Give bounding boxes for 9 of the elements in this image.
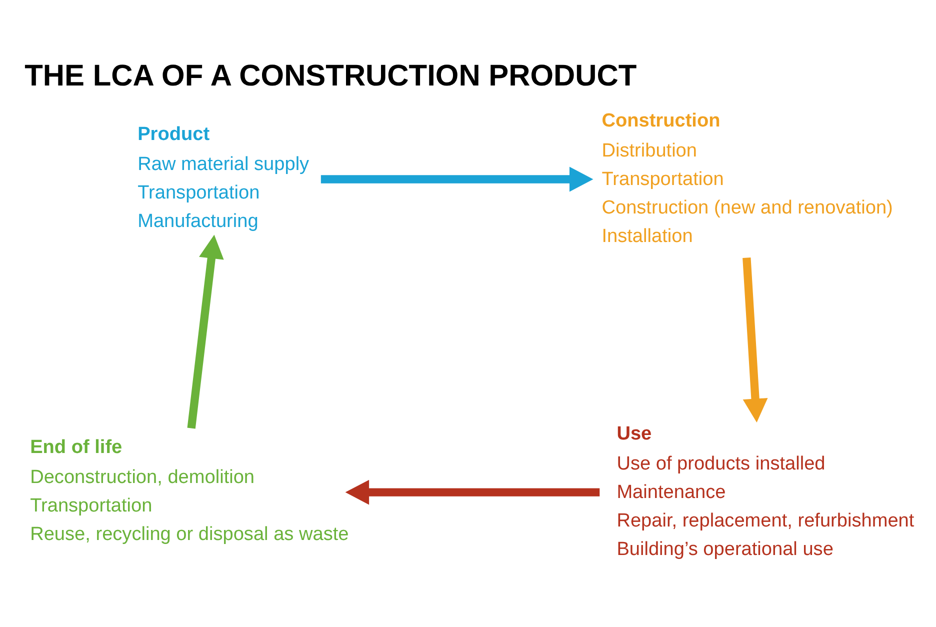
arrow: [187, 234, 224, 428]
arrow: [742, 256, 768, 422]
arrow: [320, 166, 594, 192]
node-text: Construction Distribution Transportation Construction (new and renovation) Installation: [602, 110, 893, 247]
node-text: End of life Deconstruction, demolition Transportation Reuse, recycling or disposal as waste: [30, 436, 349, 545]
node-text: Product Raw material supply Transportation Manufacturing: [138, 124, 310, 232]
diagram-title: THE LCA OF A CONSTRUCTION PRODUCT: [24, 58, 637, 92]
arrow: [345, 479, 600, 504]
node-text: Use Use of products installed Maintenance Repair, replacement, refurbishment Building’s operational use: [616, 422, 914, 560]
